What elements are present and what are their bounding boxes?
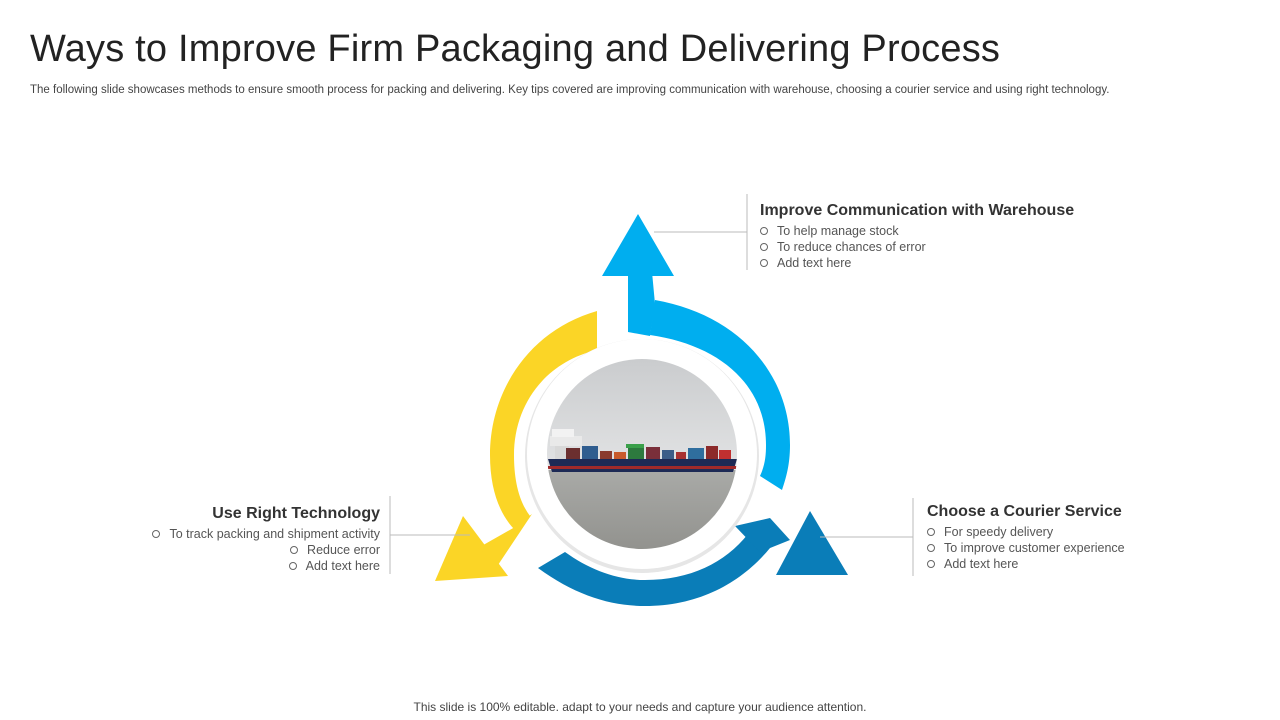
circle-bullet-icon bbox=[760, 258, 768, 267]
blue-stem bbox=[628, 272, 655, 336]
list-item: To help manage stock bbox=[760, 223, 1074, 239]
list-item: To track packing and shipment activity bbox=[152, 526, 380, 542]
list-item: Reduce error bbox=[152, 542, 380, 558]
list-item: Add text here bbox=[760, 255, 1074, 271]
list-item: Add text here bbox=[927, 556, 1125, 572]
footer-note: This slide is 100% editable. adapt to yo… bbox=[413, 700, 867, 714]
warehouse-block: Improve Communication with Warehouse To … bbox=[760, 202, 1074, 271]
courier-heading: Choose a Courier Service bbox=[927, 503, 1122, 520]
warehouse-heading: Improve Communication with Warehouse bbox=[760, 202, 1075, 219]
list-item: To reduce chances of error bbox=[760, 239, 1074, 255]
circle-bullet-icon bbox=[927, 543, 935, 552]
yellow-arc bbox=[490, 311, 597, 530]
courier-list: For speedy delivery To improve customer … bbox=[927, 524, 1125, 572]
center-ship-image bbox=[547, 359, 737, 549]
blue-arc bbox=[650, 300, 790, 490]
list-item: For speedy delivery bbox=[927, 524, 1125, 540]
darkblue-arrowhead bbox=[776, 511, 848, 575]
yellow-stem bbox=[478, 514, 532, 565]
circle-bullet-icon bbox=[152, 529, 161, 538]
yellow-arrowhead bbox=[435, 516, 508, 581]
yellow-cycle-arrow bbox=[435, 311, 597, 581]
page-title: Ways to Improve Firm Packaging and Deliv… bbox=[30, 28, 1001, 70]
page-subtitle: The following slide showcases methods to… bbox=[30, 84, 1110, 96]
technology-list: To track packing and shipment activity R… bbox=[152, 526, 380, 574]
darkblue-arc bbox=[538, 534, 770, 606]
list-item: To improve customer experience bbox=[927, 540, 1125, 556]
circle-bullet-icon bbox=[927, 527, 935, 536]
circle-bullet-icon bbox=[290, 545, 299, 554]
circle-bullet-icon bbox=[288, 561, 297, 570]
technology-block: Use Right Technology To track packing an… bbox=[152, 505, 380, 574]
circle-bullet-icon bbox=[760, 242, 768, 251]
list-item: Add text here bbox=[152, 558, 380, 574]
circle-bullet-icon bbox=[927, 559, 935, 568]
darkblue-cycle-arrow bbox=[538, 511, 848, 606]
technology-heading: Use Right Technology bbox=[212, 505, 380, 522]
blue-arrowhead bbox=[602, 214, 674, 276]
circle-bullet-icon bbox=[760, 226, 768, 235]
darkblue-stem bbox=[735, 518, 790, 552]
warehouse-list: To help manage stock To reduce chances o… bbox=[760, 223, 1074, 271]
blue-cycle-arrow bbox=[602, 214, 790, 490]
courier-block: Choose a Courier Service For speedy deli… bbox=[927, 503, 1125, 572]
